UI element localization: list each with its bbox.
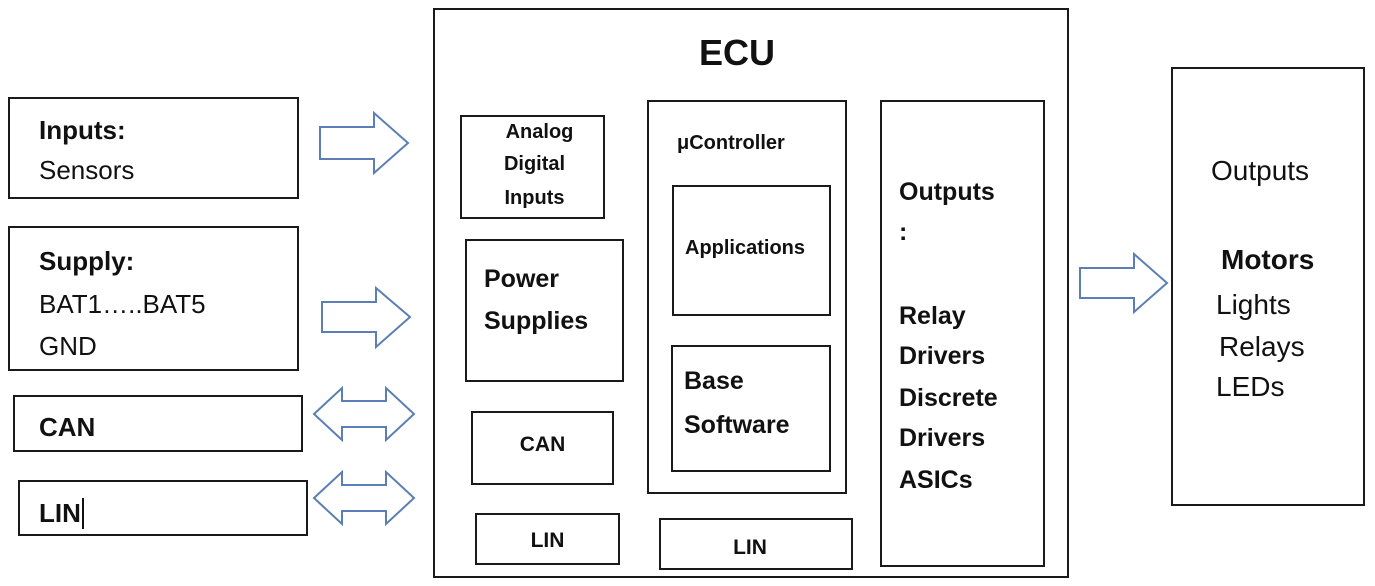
outputs-item-motors: Motors (1221, 244, 1315, 275)
lin-double-arrow (312, 469, 416, 527)
microcontroller-box: μController Applications Base Software (647, 100, 847, 494)
inputs-box: Inputs: Sensors (8, 97, 299, 199)
ecu-lin-right-label: LIN (733, 536, 767, 559)
supplies-label: Supplies (484, 307, 589, 335)
ecu-title: ECU (699, 32, 776, 73)
ecu-can-label: CAN (519, 433, 566, 456)
supply-gnd: GND (39, 331, 97, 361)
applications-box: Applications (672, 185, 831, 316)
analog-inputs-box: Analog Digital Inputs (460, 115, 605, 219)
outputs-item-relays: Relays (1219, 331, 1305, 362)
base-software-box: Base Software (671, 345, 831, 472)
analog-label: Analog (505, 121, 574, 143)
lin-bus-box: LIN (18, 480, 308, 536)
ecu-box: ECU Analog Digital Inputs Power Supplies… (433, 8, 1069, 578)
supply-title: Supply: (39, 246, 135, 276)
outputs-box: Outputs Motors Lights Relays LEDs (1171, 67, 1365, 506)
ecu-can-box: CAN (471, 411, 614, 485)
ecu-outputs-item: Drivers (899, 342, 986, 370)
inputs-sensors: Sensors (39, 155, 135, 185)
ecu-outputs-item: Relay (899, 302, 966, 330)
ecu-lin-right-box: LIN (659, 518, 853, 570)
microcontroller-title: μController (677, 132, 785, 154)
lin-bus-label: LIN (39, 498, 84, 529)
outputs-title: Outputs (1211, 155, 1310, 186)
inputs-label: Inputs (504, 187, 565, 209)
ecu-outputs-title: Outputs (899, 178, 995, 206)
ecu-outputs-item: Discrete (899, 384, 998, 412)
can-bus-label: CAN (39, 412, 96, 442)
inputs-arrow (319, 110, 410, 176)
ecu-outputs-item: Drivers (899, 424, 986, 452)
supply-arrow (321, 285, 412, 350)
power-supplies-box: Power Supplies (465, 239, 624, 382)
supply-bat: BAT1…..BAT5 (39, 289, 206, 319)
base-label: Base (684, 367, 744, 395)
ecu-outputs-colon: : (899, 218, 908, 246)
ecu-outputs-box: Outputs : Relay Drivers Discrete Drivers… (880, 100, 1045, 567)
ecu-lin-left-label: LIN (530, 529, 565, 552)
digital-label: Digital (503, 153, 566, 175)
applications-label: Applications (685, 237, 806, 259)
outputs-arrow (1079, 251, 1169, 315)
supply-box: Supply: BAT1…..BAT5 GND (8, 226, 299, 371)
software-label: Software (684, 411, 790, 439)
ecu-outputs-item: ASICs (899, 466, 973, 494)
outputs-item-lights: Lights (1216, 289, 1291, 320)
can-double-arrow (312, 385, 416, 443)
power-label: Power (484, 265, 560, 293)
outputs-item-leds: LEDs (1216, 371, 1285, 402)
ecu-lin-left-box: LIN (475, 513, 620, 565)
can-bus-box: CAN (13, 395, 303, 452)
inputs-title: Inputs: (39, 115, 126, 145)
